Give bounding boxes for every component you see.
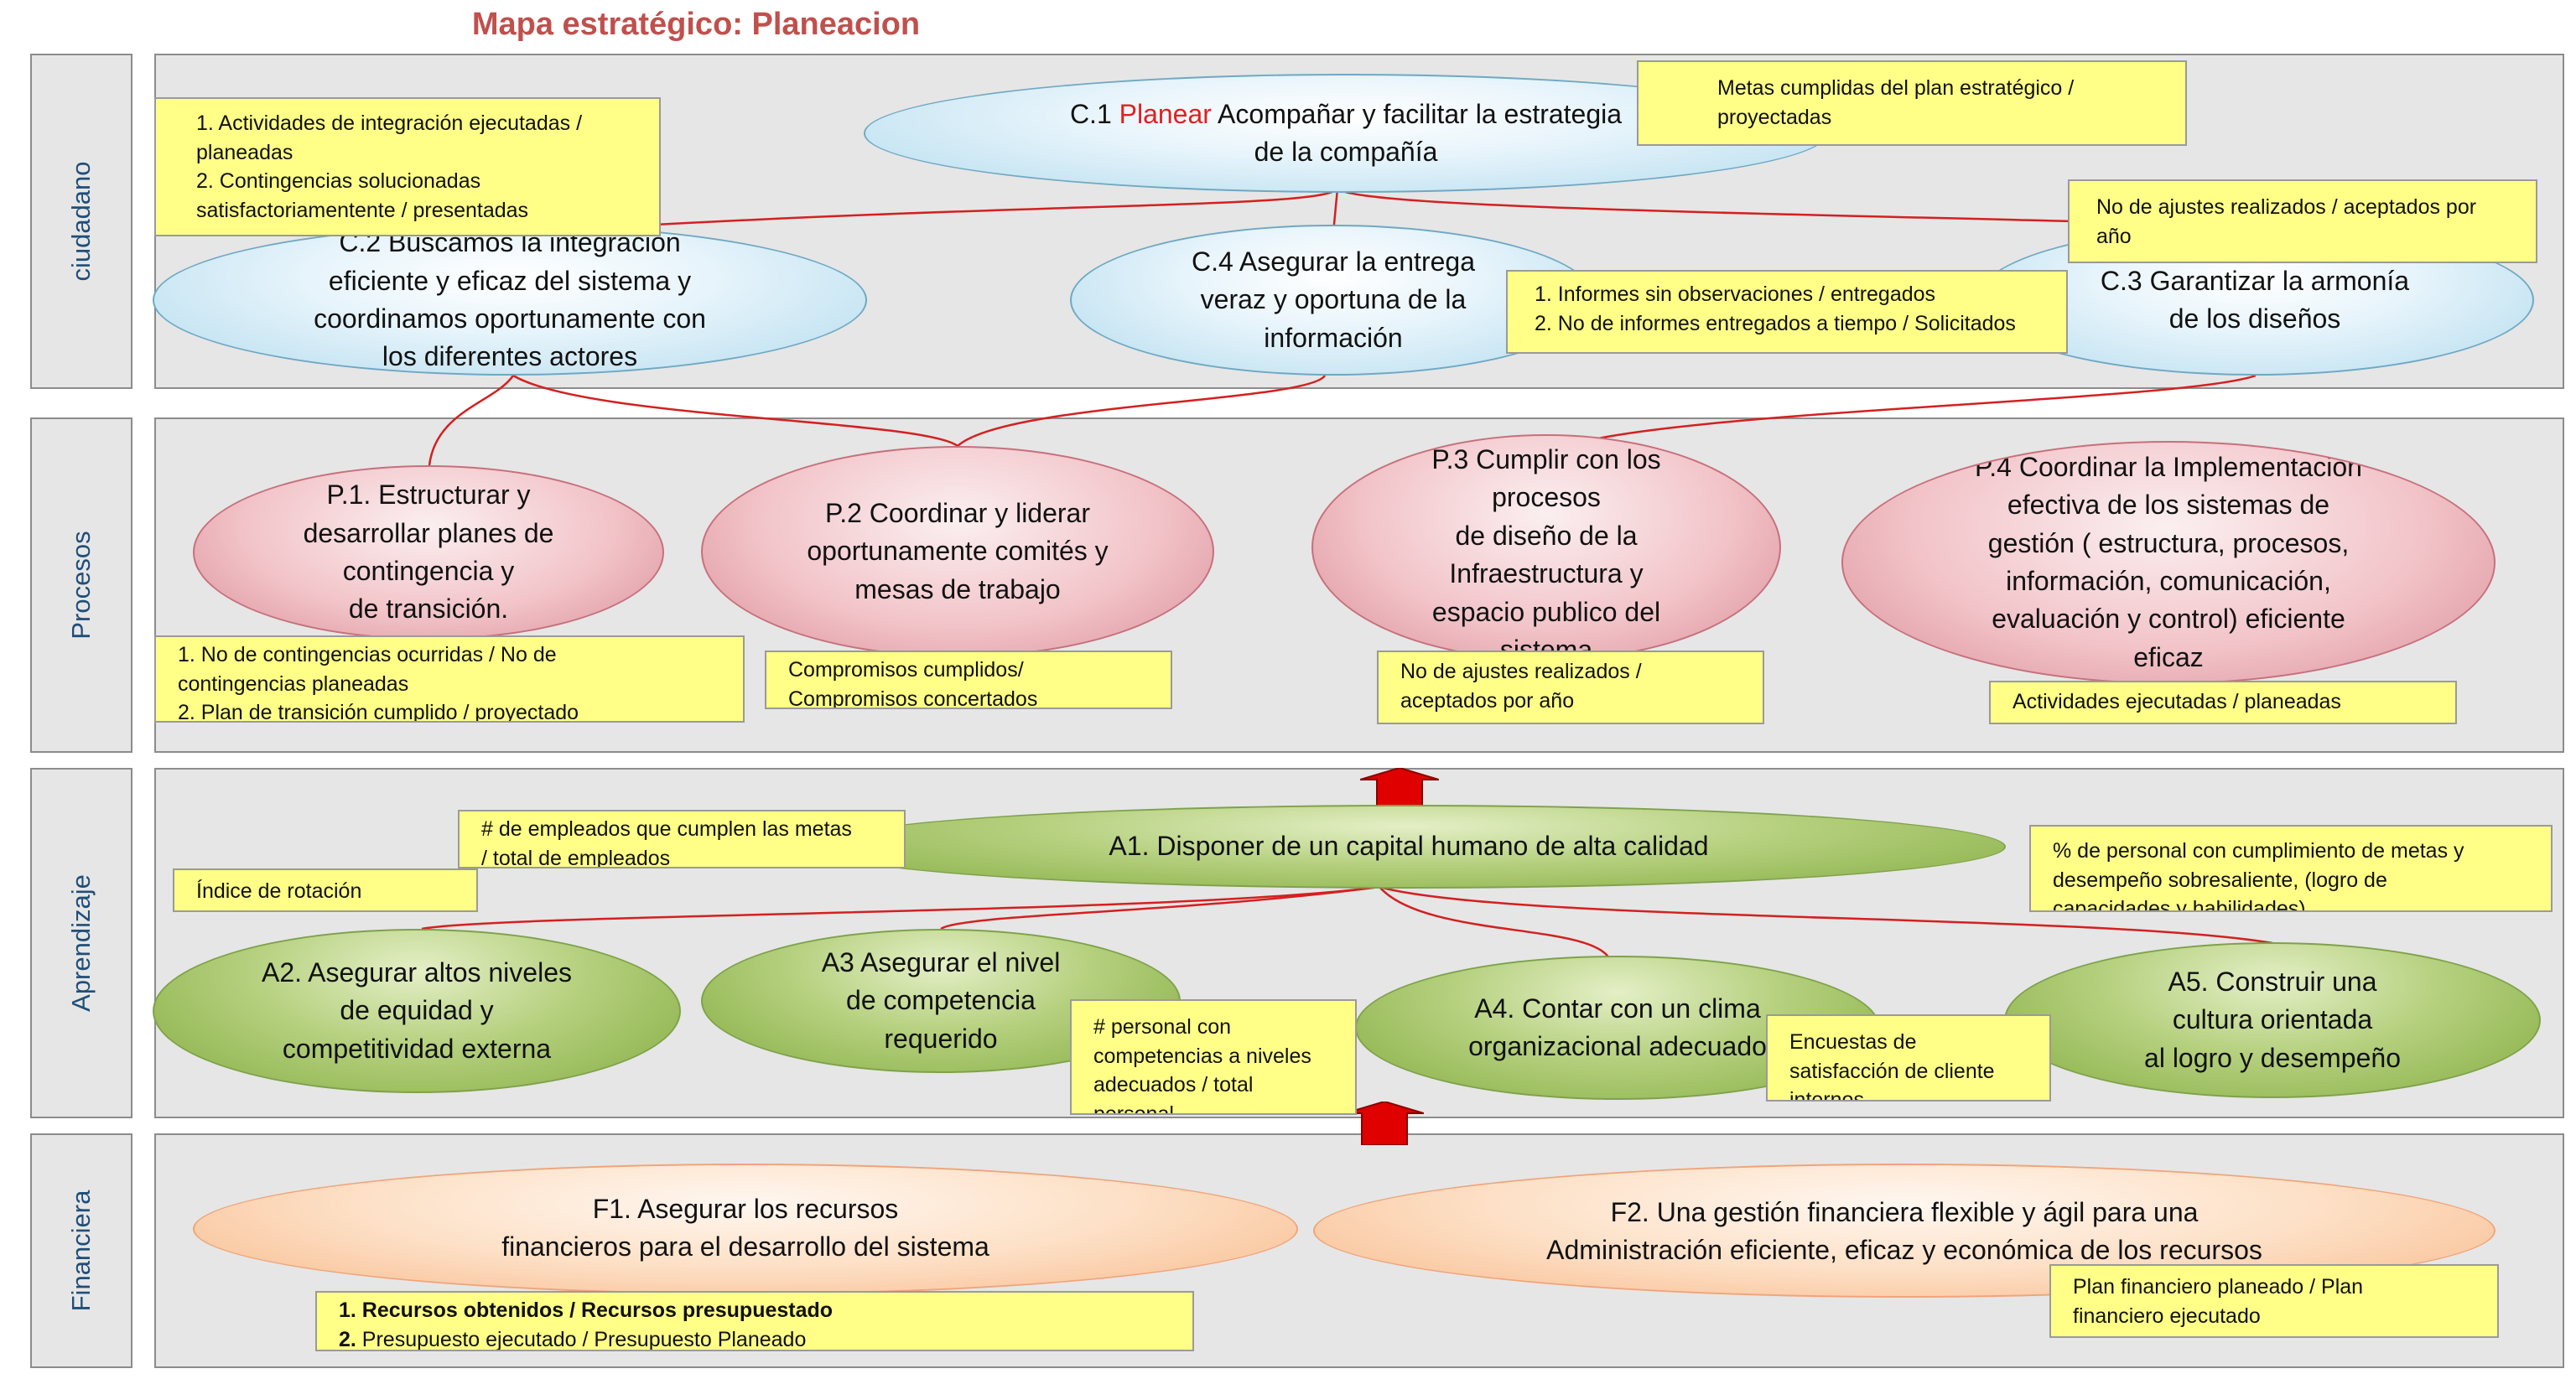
indicator-f1-num1: 1. <box>339 1299 356 1322</box>
indicator-c2-text: 1. Actividades de integración ejecutadas… <box>196 111 583 222</box>
perspective-label-financiera: Financiera <box>30 1133 132 1368</box>
indicator-p2: Compromisos cumplidos/ Compromisos conce… <box>765 651 1172 709</box>
objective-a2-text: A2. Asegurar altos niveles de equidad y … <box>262 956 572 1064</box>
objective-a5: A5. Construir una cultura orientada al l… <box>2004 942 2541 1098</box>
perspective-label-procesos: Procesos <box>30 417 132 753</box>
indicator-c3-text: No de ajustes realizados / aceptados por… <box>2096 195 2477 248</box>
indicator-a5: % de personal con cumplimiento de metas … <box>2029 825 2553 912</box>
objective-p1: P.1. Estructurar y desarrollar planes de… <box>193 465 664 640</box>
link-a1-a2 <box>421 885 1380 931</box>
indicator-f1-line1: Recursos obtenidos / Recursos presupuest… <box>356 1299 834 1322</box>
objective-f2-text: F2. Una gestión financiera flexible y ág… <box>1546 1197 2262 1266</box>
indicator-p4-text: Actividades ejecutadas / planeadas <box>2012 690 2341 713</box>
link-c4-p2 <box>957 375 1327 447</box>
indicator-c1-text: Metas cumplidas del plan estratégico / p… <box>1717 76 2075 129</box>
indicator-a3-text: # personal con competencias a niveles ad… <box>1093 1015 1311 1115</box>
link-c3-p3 <box>1552 374 2257 453</box>
indicator-c3: No de ajustes realizados / aceptados por… <box>2068 179 2537 263</box>
objective-c3-text: C.3 Garantizar la armonía de los diseños <box>2100 265 2410 334</box>
indicator-p4: Actividades ejecutadas / planeadas <box>1989 681 2457 724</box>
objective-a3-text: A3 Asegurar el nivel de competencia requ… <box>821 946 1061 1054</box>
indicator-f2: Plan financiero planeado / Plan financie… <box>2049 1264 2499 1338</box>
objective-p2-text: P.2 Coordinar y liderar oportunamente co… <box>807 497 1109 604</box>
indicator-p2-text: Compromisos cumplidos/ Compromisos conce… <box>788 658 1038 709</box>
objective-a1-text: A1. Disponer de un capital humano de alt… <box>1109 831 1709 862</box>
indicator-a2: Índice de rotación <box>173 868 478 912</box>
indicator-a2-text: Índice de rotación <box>196 879 362 903</box>
objective-c1-rest: Acompañar y facilitar la estrategia de l… <box>1218 98 1623 167</box>
indicator-p1: 1. No de contingencias ocurridas / No de… <box>154 635 745 723</box>
objective-p3: P.3 Cumplir con los procesos de diseño d… <box>1311 434 1781 661</box>
objective-f1: F1. Asegurar los recursos financieros pa… <box>193 1164 1298 1294</box>
objective-a4-text: A4. Contar con un clima organizacional a… <box>1468 993 1767 1061</box>
indicator-a4-text: Encuestas de satisfacción de cliente int… <box>1789 1030 1995 1102</box>
objective-p3-text: P.3 Cumplir con los procesos de diseño d… <box>1431 444 1661 661</box>
link-c2-p1 <box>428 375 515 466</box>
indicator-c4: 1. Informes sin observaciones / entregad… <box>1506 270 2068 354</box>
link-a1-a3 <box>940 885 1380 931</box>
indicator-a4: Encuestas de satisfacción de cliente int… <box>1766 1014 2051 1102</box>
indicator-p3: No de ajustes realizados / aceptados por… <box>1377 651 1764 724</box>
objective-a5-text: A5. Construir una cultura orientada al l… <box>2144 966 2401 1073</box>
objective-c1-prefix: C.1 <box>1069 98 1119 129</box>
link-c2-p2 <box>512 374 958 448</box>
objective-a1: A1. Disponer de un capital humano de alt… <box>812 805 2006 889</box>
indicator-a1: # de empleados que cumplen las metas / t… <box>458 810 906 868</box>
indicator-a5-text: % de personal con cumplimiento de metas … <box>2053 839 2464 912</box>
objective-p2: P.2 Coordinar y liderar oportunamente co… <box>701 446 1214 657</box>
indicator-f1-line2: Presupuesto ejecutado / Presupuesto Plan… <box>356 1327 807 1351</box>
objective-p4-text: P.4 Coordinar la Implementación efectiva… <box>1975 451 2362 672</box>
perspective-label-aprendizaje: Aprendizaje <box>30 768 132 1118</box>
indicator-c2: 1. Actividades de integración ejecutadas… <box>154 97 661 236</box>
link-a1-a5 <box>1379 885 2273 945</box>
objective-c4-text: C.4 Asegurar la entrega veraz y oportuna… <box>1192 246 1475 353</box>
link-a1-a4 <box>1379 886 1612 961</box>
indicator-p3-text: No de ajustes realizados / aceptados por… <box>1400 660 1642 713</box>
indicator-a3: # personal con competencias a niveles ad… <box>1070 999 1357 1115</box>
indicator-a1-text: # de empleados que cumplen las metas / t… <box>481 817 852 868</box>
page-title: Mapa estratégico: Planeacion <box>471 7 921 42</box>
objective-c2-text: C.2 Buscamos la integración eficiente y … <box>314 227 706 372</box>
link-c1-c2 <box>512 188 1339 235</box>
arrow-up-aprendizaje-to-procesos <box>1360 768 1439 811</box>
objective-p1-text: P.1. Estructurar y desarrollar planes de… <box>303 480 554 625</box>
indicator-f1: 1. Recursos obtenidos / Recursos presupu… <box>315 1291 1194 1351</box>
objective-p4: P.4 Coordinar la Implementación efectiva… <box>1841 441 2496 684</box>
objective-f1-text: F1. Asegurar los recursos financieros pa… <box>501 1194 989 1262</box>
perspective-label-ciudadano: ciudadano <box>30 54 132 389</box>
indicator-f2-text: Plan financiero planeado / Plan financie… <box>2073 1275 2364 1328</box>
arrow-up-financiera-to-aprendizaje <box>1345 1102 1424 1145</box>
indicator-p1-text: 1. No de contingencias ocurridas / No de… <box>178 643 579 723</box>
indicator-c1: Metas cumplidas del plan estratégico / p… <box>1637 60 2187 146</box>
objective-a2: A2. Asegurar altos niveles de equidad y … <box>153 929 681 1093</box>
objective-c2: C.2 Buscamos la integración eficiente y … <box>153 225 867 376</box>
indicator-c4-text: 1. Informes sin observaciones / entregad… <box>1535 283 2016 335</box>
indicator-f1-num2: 2. <box>339 1327 356 1351</box>
objective-c1-highlight: Planear <box>1119 98 1212 129</box>
